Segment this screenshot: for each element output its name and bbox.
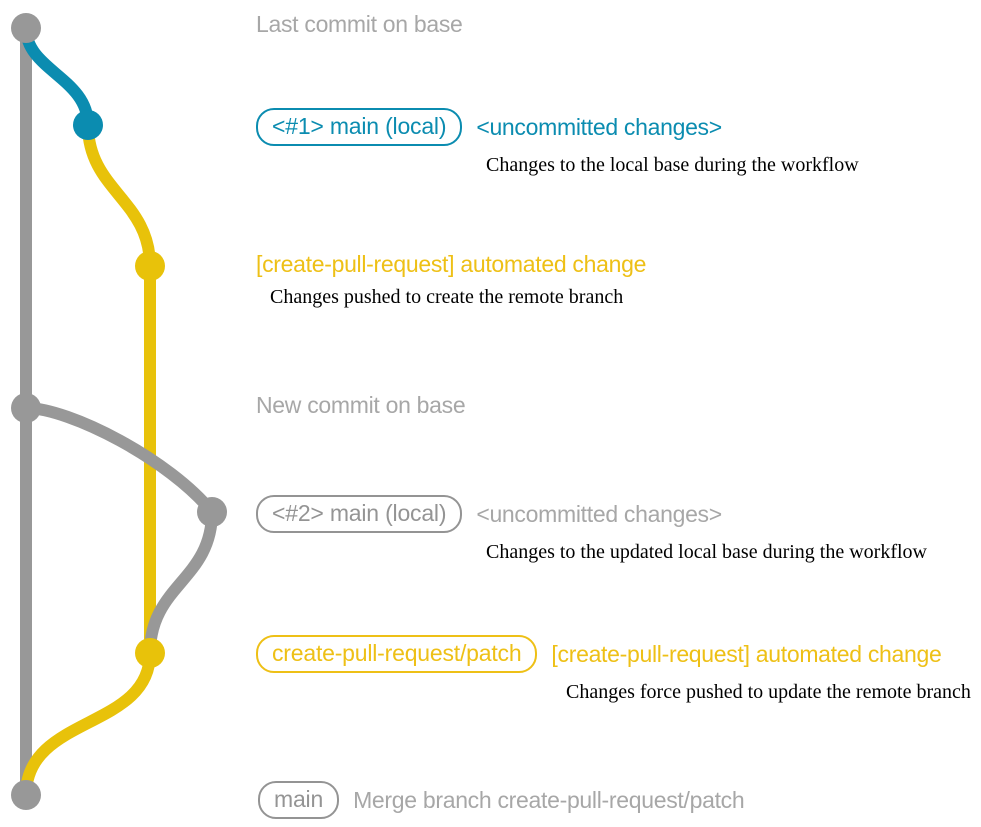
commit-description: Changes to the local base during the wor… [486, 154, 859, 176]
commit-subject: Merge branch create-pull-request/patch [353, 787, 745, 813]
edge-local-1-to-patch-1 [82, 119, 156, 272]
edge-base-to-local-2 [20, 402, 218, 518]
commit-node-automated-1[interactable] [135, 251, 165, 281]
commit-subject: <uncommitted changes> [476, 501, 722, 527]
annotation-commit-automated-2: create-pull-request/patch [create-pull-r… [256, 635, 971, 703]
commit-node-local-1[interactable] [73, 110, 103, 140]
edge-local-2-to-patch-2 [144, 506, 218, 659]
commit-description: Changes pushed to create the remote bran… [270, 286, 624, 308]
commit-node-new-base[interactable] [11, 393, 41, 423]
commit-node-merge[interactable] [11, 780, 41, 810]
annotation-commit-local-1: <#1> main (local) <uncommitted changes> … [256, 108, 859, 176]
annotation-commit-last-base: Last commit on base [256, 11, 463, 37]
commit-node-last-base[interactable] [11, 13, 41, 43]
annotation-commit-local-2: <#2> main (local) <uncommitted changes> … [256, 495, 927, 563]
commit-description: Changes to the updated local base during… [486, 541, 927, 563]
commit-subject: [create-pull-request] automated change [256, 251, 647, 277]
commit-subject: New commit on base [256, 392, 466, 418]
ref-pill-main-local-2[interactable]: <#2> main (local) [256, 495, 463, 533]
ref-pill-main-local-1[interactable]: <#1> main (local) [256, 108, 463, 146]
ref-pill-main[interactable]: main [258, 781, 340, 819]
ref-pill-create-pull-request-patch[interactable]: create-pull-request/patch [256, 635, 538, 673]
annotation-commit-automated-1: [create-pull-request] automated change C… [256, 251, 646, 308]
annotation-commit-new-base: New commit on base [256, 392, 466, 418]
commit-node-local-2[interactable] [197, 497, 227, 527]
commit-description: Changes force pushed to update the remot… [566, 681, 971, 703]
edge-patch-to-merge [20, 647, 156, 801]
commit-subject: <uncommitted changes> [476, 114, 722, 140]
commit-subject: Last commit on base [256, 11, 463, 37]
annotation-commit-merge: main Merge branch create-pull-request/pa… [258, 781, 745, 819]
commit-subject: [create-pull-request] automated change [551, 641, 942, 667]
commit-node-automated-2[interactable] [135, 638, 165, 668]
